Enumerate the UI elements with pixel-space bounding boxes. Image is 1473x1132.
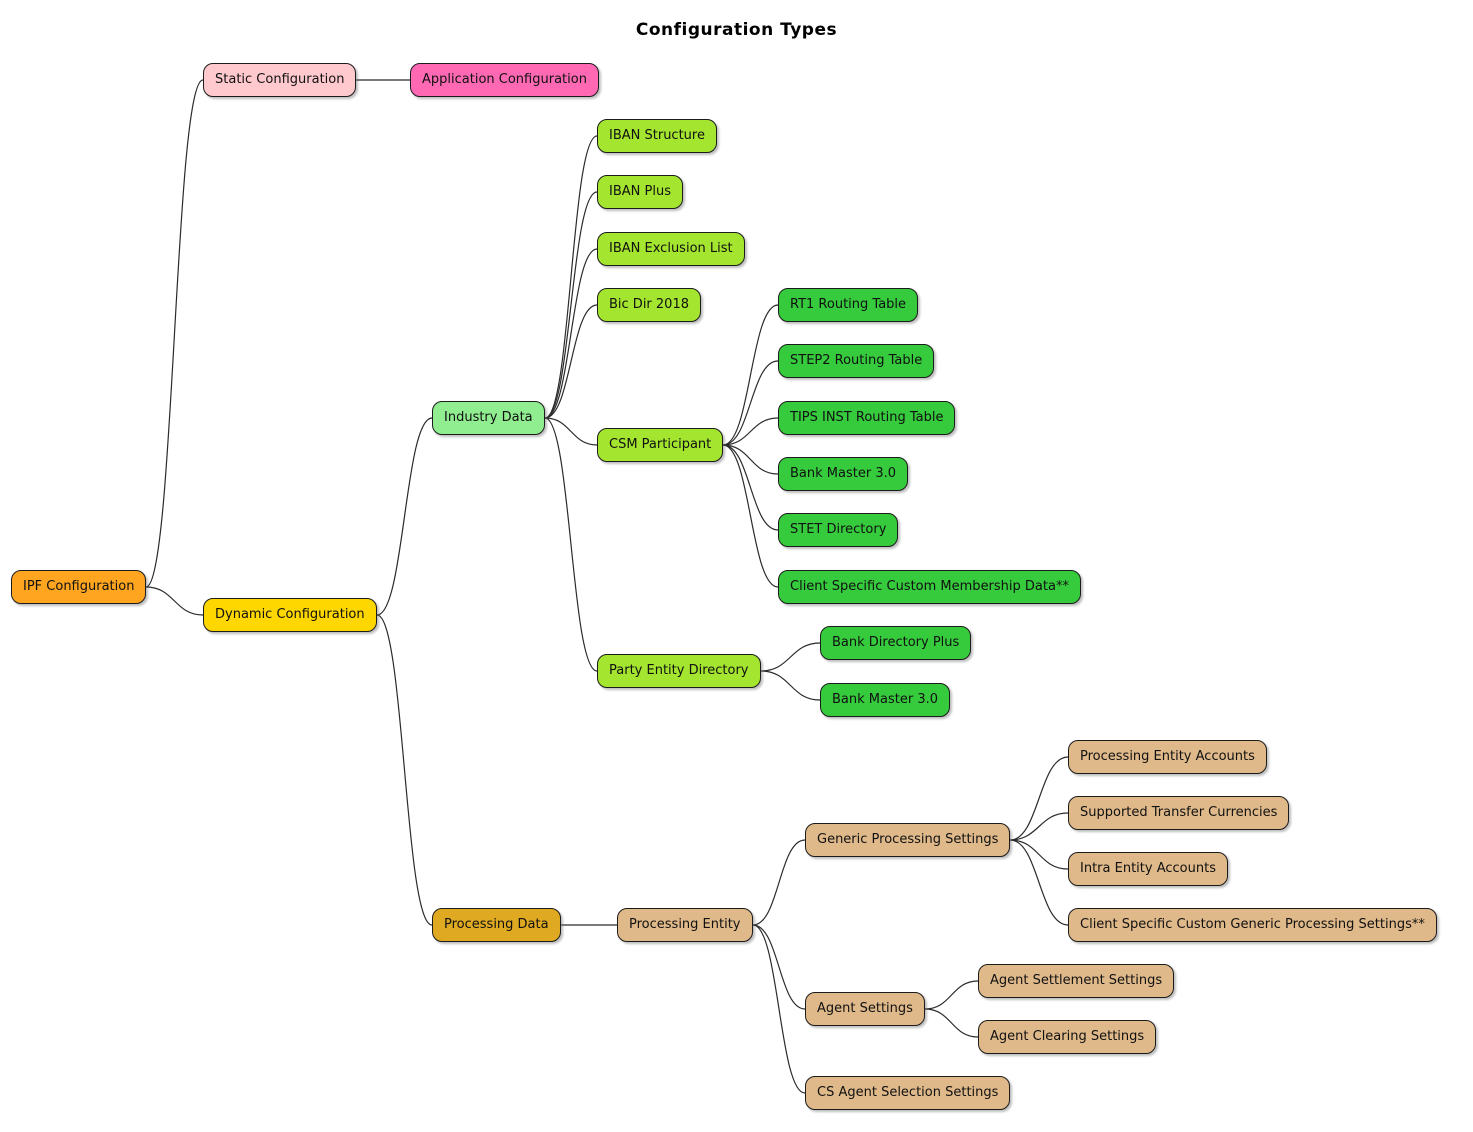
- node-bankmaster2: Bank Master 3.0: [820, 683, 950, 718]
- node-ass: Agent Settlement Settings: [978, 964, 1175, 999]
- edge-industry-to-csm: [544, 417, 598, 446]
- edge-ped-to-bankmaster2: [760, 670, 821, 701]
- node-stet: STET Directory: [778, 513, 899, 548]
- edge-agents-to-acs: [924, 1008, 979, 1038]
- node-static: Static Configuration: [203, 63, 357, 98]
- node-csgps: Client Specific Custom Generic Processin…: [1068, 908, 1437, 943]
- node-pea: Processing Entity Accounts: [1068, 740, 1267, 775]
- node-iban_plus: IBAN Plus: [597, 175, 683, 210]
- edge-dynamic-to-procdata: [376, 614, 433, 926]
- edge-procentity-to-agents: [752, 924, 806, 1010]
- edge-csm-to-tips: [722, 417, 779, 446]
- node-stc: Supported Transfer Currencies: [1068, 796, 1290, 831]
- edge-industry-to-iban_plus: [544, 191, 598, 419]
- node-industry: Industry Data: [432, 401, 545, 436]
- node-procentity: Processing Entity: [617, 908, 753, 943]
- edge-gps-to-pea: [1009, 756, 1069, 841]
- edge-industry-to-iban_structure: [544, 135, 598, 419]
- edge-ped-to-bdp: [760, 642, 821, 672]
- node-agents: Agent Settings: [805, 992, 925, 1027]
- edge-gps-to-csgps: [1009, 839, 1069, 926]
- edge-dynamic-to-industry: [376, 417, 433, 616]
- node-clientmem: Client Specific Custom Membership Data**: [778, 570, 1081, 605]
- edge-industry-to-iban_excl: [544, 248, 598, 419]
- node-acs: Agent Clearing Settings: [978, 1020, 1157, 1055]
- node-step2: STEP2 Routing Table: [778, 344, 935, 379]
- node-bdp: Bank Directory Plus: [820, 626, 972, 661]
- edge-csm-to-rt1: [722, 304, 779, 446]
- edge-industry-to-ped: [544, 417, 598, 672]
- node-tips: TIPS INST Routing Table: [778, 401, 956, 436]
- node-procdata: Processing Data: [432, 908, 561, 943]
- node-ped: Party Entity Directory: [597, 654, 761, 689]
- edge-procentity-to-gps: [752, 839, 806, 926]
- edge-csm-to-step2: [722, 360, 779, 446]
- node-iban_structure: IBAN Structure: [597, 119, 717, 154]
- node-iban_excl: IBAN Exclusion List: [597, 232, 745, 267]
- edge-gps-to-iea: [1009, 839, 1069, 870]
- edge-procentity-to-csass: [752, 924, 806, 1094]
- edge-csm-to-clientmem: [722, 444, 779, 588]
- node-rt1: RT1 Routing Table: [778, 288, 919, 323]
- node-iea: Intra Entity Accounts: [1068, 852, 1228, 887]
- edge-ipf-to-dynamic: [145, 586, 204, 616]
- edge-industry-to-bicdir: [544, 304, 598, 419]
- node-ipf: IPF Configuration: [11, 570, 147, 605]
- node-csass: CS Agent Selection Settings: [805, 1076, 1011, 1111]
- node-gps: Generic Processing Settings: [805, 823, 1011, 858]
- edge-gps-to-stc: [1009, 812, 1069, 841]
- node-app: Application Configuration: [410, 63, 599, 98]
- node-dynamic: Dynamic Configuration: [203, 598, 377, 633]
- node-csm: CSM Participant: [597, 428, 724, 463]
- edge-csm-to-bankmaster1: [722, 444, 779, 475]
- edge-ipf-to-static: [145, 79, 204, 588]
- edge-csm-to-stet: [722, 444, 779, 531]
- node-bankmaster1: Bank Master 3.0: [778, 457, 908, 492]
- node-bicdir: Bic Dir 2018: [597, 288, 701, 323]
- diagram-title: Configuration Types: [635, 20, 838, 40]
- edge-agents-to-ass: [924, 980, 979, 1010]
